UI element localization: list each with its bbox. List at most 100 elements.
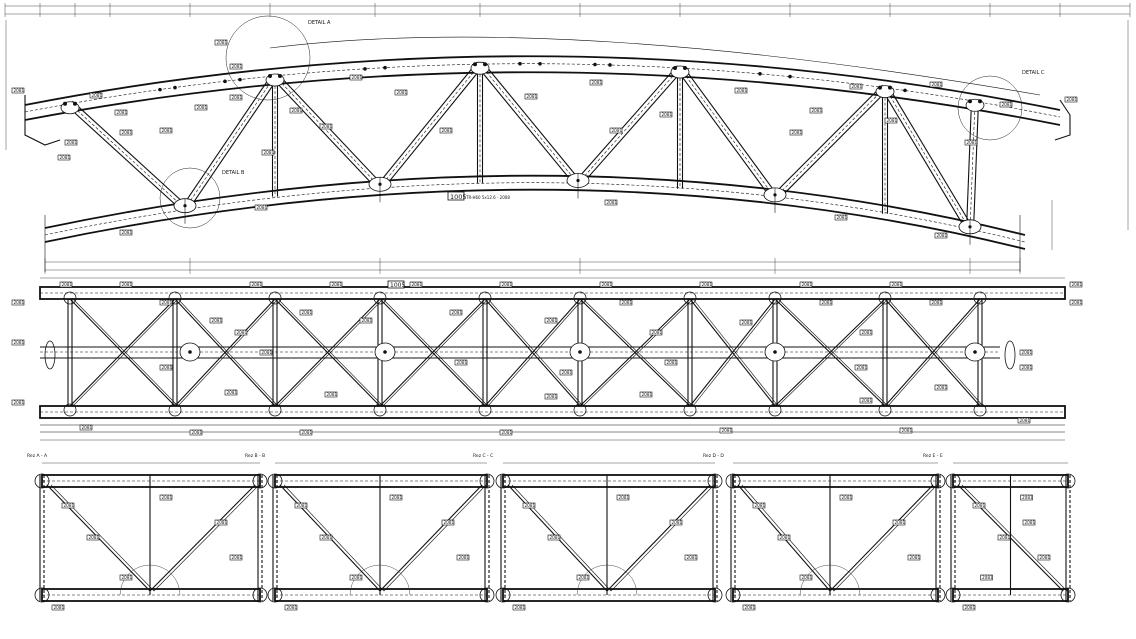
member-label: 2081 [1020,494,1033,501]
plan-node-bottom [168,403,182,417]
svg-text:2081: 2081 [887,118,898,123]
svg-text:2081: 2081 [667,360,678,365]
web-member-edge [972,101,980,230]
member-label: 2081 [159,494,172,501]
svg-text:2081: 2081 [837,215,848,220]
member-label: 2081 [11,339,24,346]
svg-text:2081: 2081 [1072,282,1083,287]
bolt [188,350,192,354]
member-label: 2081 [834,214,848,221]
bolt [968,225,972,229]
plan-node-bottom [973,403,987,417]
member-label: 2081 [51,604,64,611]
member-label: 2081 [854,364,867,371]
svg-text:2081: 2081 [252,282,263,287]
truss-nodes [60,61,985,245]
svg-text:2081: 2081 [622,300,633,305]
bolt [473,62,477,67]
svg-text:2081: 2081 [459,555,470,560]
member-label: 2081 [89,92,103,99]
section-diagonal [957,484,1064,592]
member-label: 2081 [999,101,1012,108]
main-mark-box: 1005 TR-H60 5x12.6 - 2008 [447,191,510,201]
section-node [267,587,283,603]
plan-node-top [478,291,492,305]
svg-text:2081: 2081 [352,575,363,580]
svg-text:2081: 2081 [227,390,238,395]
plan-diagonal-edge [582,298,694,407]
svg-text:2081: 2081 [62,282,73,287]
member-label: 2081 [119,574,132,581]
member-label: 2081 [934,384,947,391]
member-label: 2081 [659,111,672,118]
top-chord-cover-line [269,36,1041,96]
member-label: 2081 [454,359,467,366]
member-label: 2081 [189,429,202,436]
web-member-edge [676,69,773,201]
svg-text:2081: 2081 [232,95,243,100]
bolt [978,99,982,104]
bolt [183,204,187,208]
svg-text:2081: 2081 [217,520,228,525]
member-label: 2081 [254,204,267,211]
member-label: 2081 [980,574,993,581]
plan-diagonal [69,298,176,407]
member-label: 2081 [114,109,127,116]
member-label: 2081 [214,39,228,46]
bolt [903,88,907,93]
svg-text:2081: 2081 [702,282,713,287]
left-support [24,95,61,146]
svg-text:2081: 2081 [527,94,538,99]
bolt [683,65,687,70]
svg-text:2081: 2081 [975,503,986,508]
member-label: 2081 [929,299,942,306]
member-label: 2081 [699,281,713,288]
member-label: 2081 [889,281,902,288]
bottom-dimension-ticks [44,258,1021,274]
web-member-centerline [69,103,186,209]
svg-text:2081: 2081 [547,318,558,323]
svg-text:2081: 2081 [264,150,275,155]
web-member-centerline [379,63,481,188]
section-node [495,473,511,489]
member-label: 2081 [499,429,513,436]
member-label: 2081 [609,127,622,134]
member-label: 2081 [859,397,872,404]
plan-node-top [768,291,782,305]
svg-text:2081: 2081 [452,310,463,315]
section-node [34,473,50,489]
section-diagonal-edge [283,484,385,592]
member-label: 2081 [79,424,92,431]
member-label: 2081 [299,429,312,436]
angle-arc [349,564,411,596]
section-node [707,473,723,489]
svg-text:2081: 2081 [619,495,630,500]
section-diagonal-edge [50,484,155,592]
bolt [576,178,580,183]
svg-text:2081: 2081 [642,392,653,397]
web-member-edge [376,61,478,186]
svg-text:2081: 2081 [502,430,513,435]
svg-text:2081: 2081 [217,40,228,45]
svg-text:2081: 2081 [442,128,453,133]
section-title: Rez A - A [27,453,48,459]
plan-diagonal [274,298,381,407]
svg-text:2081: 2081 [92,93,103,98]
member-label: 2081 [619,299,633,306]
svg-text:2081: 2081 [607,200,618,205]
svg-text:2081: 2081 [1022,350,1033,355]
svg-text:2081: 2081 [579,575,590,580]
truss-elevation-view: 2081 2081 2081 2081 2081 2081 2081 2081 2081 2081… [4,3,1131,274]
svg-text:2081: 2081 [525,503,536,508]
bolt [578,350,582,354]
svg-text:2081: 2081 [550,535,561,540]
member-labels: 2081 2081 2081 2081 2081 2081 2081 2081 2081 2081… [11,39,1077,239]
bolt [518,61,522,66]
plan-node-top [683,291,697,305]
member-label: 2081 [522,502,536,509]
section-node [1060,473,1076,489]
web-member-edge [187,77,279,211]
bolt [773,193,777,197]
